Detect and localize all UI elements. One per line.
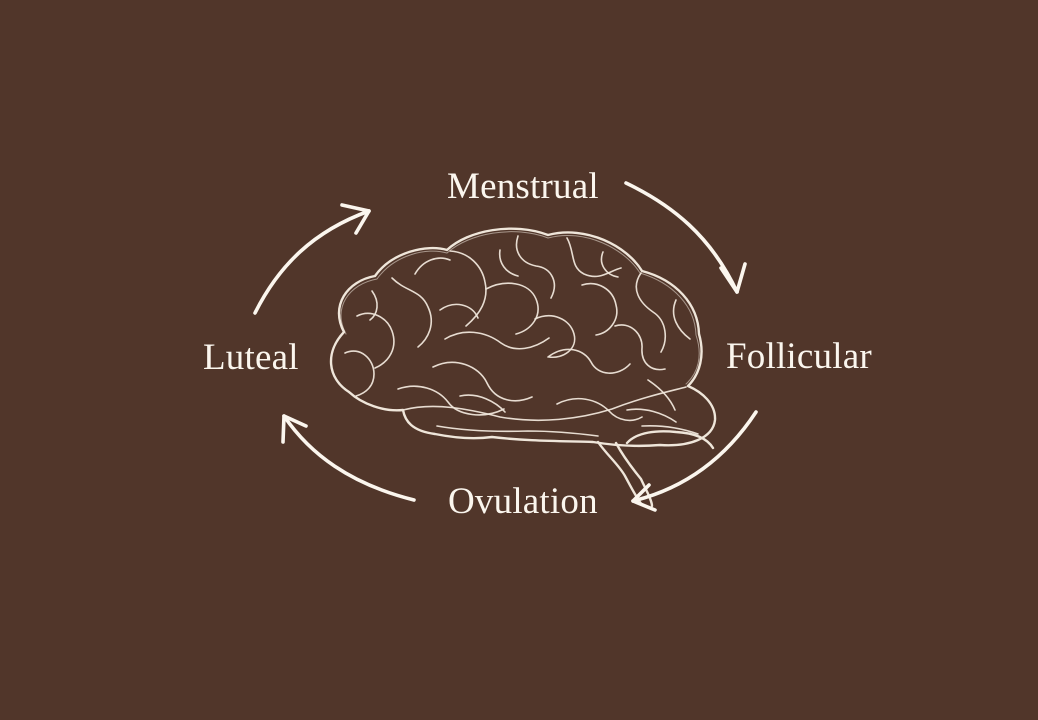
arrow-luteal-to-menstrual-icon xyxy=(253,203,371,315)
phase-label-menstrual: Menstrual xyxy=(447,166,599,207)
phase-label-luteal: Luteal xyxy=(203,337,299,378)
arrow-follicular-to-ovulation-icon xyxy=(631,410,758,512)
arrow-ovulation-to-luteal-icon xyxy=(281,414,416,502)
phase-label-follicular: Follicular xyxy=(726,336,872,377)
brain-icon xyxy=(329,227,717,508)
arrow-menstrual-to-follicular-icon xyxy=(624,181,747,294)
phase-label-ovulation: Ovulation xyxy=(448,481,598,522)
